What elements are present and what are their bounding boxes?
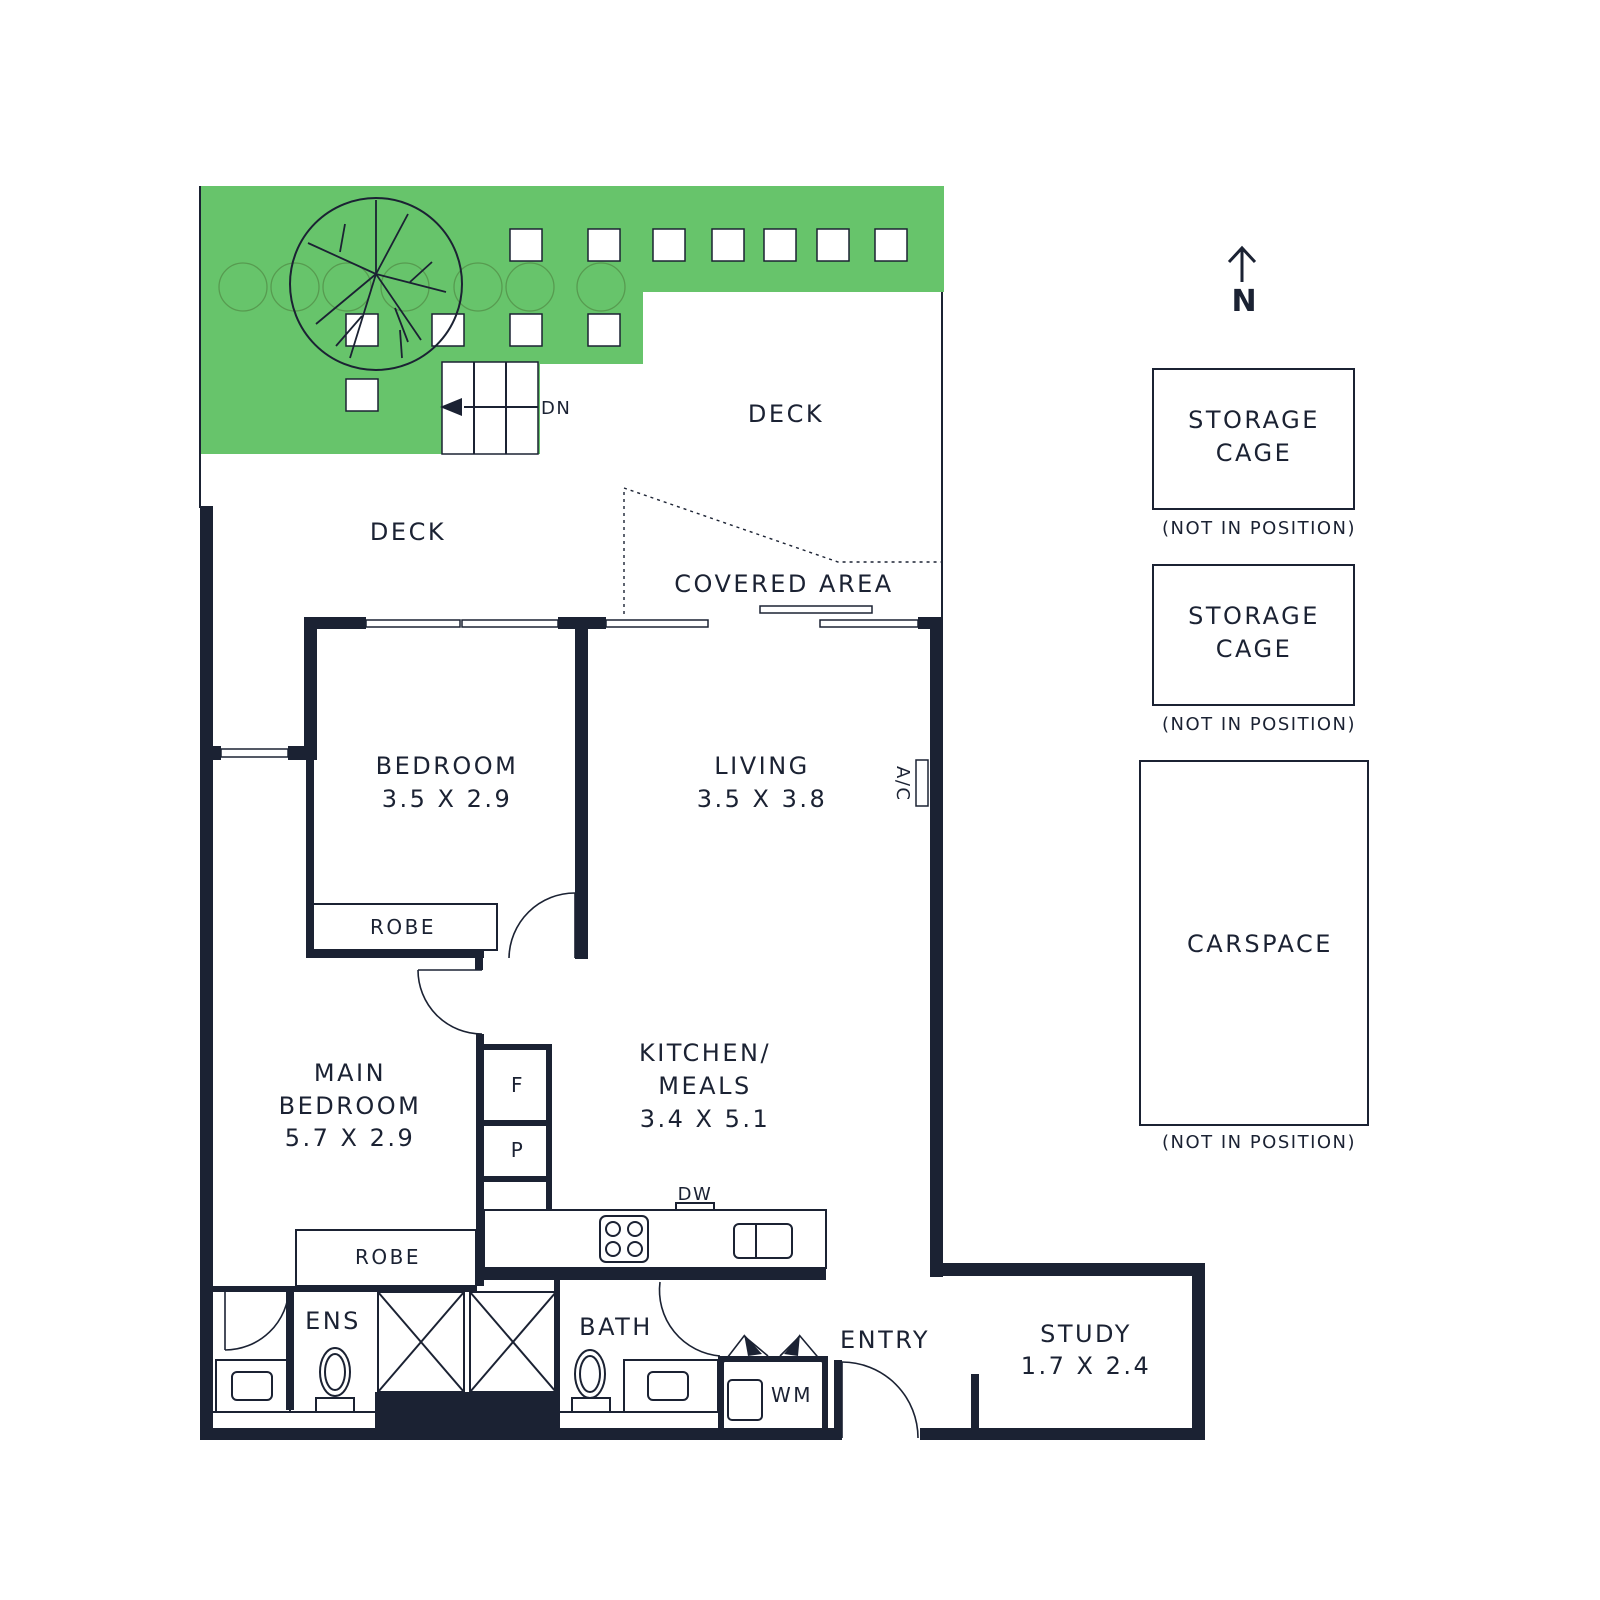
svg-text:CAGE: CAGE xyxy=(1216,635,1293,663)
cooktop-icon xyxy=(599,1215,649,1263)
svg-text:STORAGE: STORAGE xyxy=(1188,406,1320,434)
bedroom-size: 3.5 X 2.9 xyxy=(382,785,513,813)
ens-basin-icon xyxy=(231,1371,273,1401)
ac-label: A/C xyxy=(892,766,913,801)
svg-text:CARSPACE: CARSPACE xyxy=(1187,930,1333,958)
svg-text:STORAGE: STORAGE xyxy=(1188,602,1320,630)
carspace-note: (NOT IN POSITION) xyxy=(1162,1132,1356,1153)
storage-cage-2: STORAGE CAGE (NOT IN POSITION) xyxy=(1152,564,1356,735)
dn-label: DN xyxy=(541,398,571,419)
ens-shower-icon xyxy=(377,1291,465,1393)
robe-label-bedroom: ROBE xyxy=(370,915,436,939)
deck-outline xyxy=(199,186,943,618)
bath-label: BATH xyxy=(579,1313,653,1341)
living-size: 3.5 X 3.8 xyxy=(697,785,828,813)
kitchen-label-line2: MEALS xyxy=(658,1072,751,1100)
room-labels: DECK DN DECK COVERED AREA BEDROOM 3.5 X … xyxy=(279,398,1152,1407)
dw-label: DW xyxy=(678,1184,713,1205)
main-bedroom-label-line1: MAIN xyxy=(314,1059,386,1087)
covered-area-label: COVERED AREA xyxy=(674,570,893,598)
carspace: CARSPACE (NOT IN POSITION) xyxy=(1139,760,1369,1153)
storage-cage-1: STORAGE CAGE (NOT IN POSITION) xyxy=(1152,368,1356,539)
study-label: STUDY xyxy=(1040,1320,1132,1348)
north-label: N xyxy=(1231,284,1256,319)
down-arrow-icon xyxy=(440,398,462,416)
joinery xyxy=(213,903,827,1421)
laundry-tub-icon xyxy=(727,1379,763,1421)
bedroom-label: BEDROOM xyxy=(376,752,519,780)
doors xyxy=(224,892,919,1439)
main-bedroom-size: 5.7 X 2.9 xyxy=(285,1124,416,1152)
garden xyxy=(200,186,944,455)
storage-cage-1-note: (NOT IN POSITION) xyxy=(1162,518,1356,539)
north-arrow-icon: N xyxy=(1227,245,1257,319)
storage-cage-2-note: (NOT IN POSITION) xyxy=(1162,714,1356,735)
bath-shower-icon xyxy=(469,1291,557,1393)
walls xyxy=(200,506,1205,1440)
kitchen-size: 3.4 X 5.1 xyxy=(640,1105,771,1133)
main-bedroom-label-line2: BEDROOM xyxy=(279,1092,422,1120)
robe-label-main: ROBE xyxy=(355,1245,421,1269)
stairs xyxy=(440,361,539,455)
ens-toilet-icon xyxy=(319,1347,351,1397)
fridge-label: F xyxy=(511,1073,525,1097)
kitchen-sink-icon xyxy=(733,1223,793,1259)
windows xyxy=(220,605,929,807)
kitchen-label-line1: KITCHEN/ xyxy=(639,1039,771,1067)
entry-label: ENTRY xyxy=(840,1326,930,1354)
ens-label: ENS xyxy=(305,1307,361,1335)
deck-upper-label: DECK xyxy=(748,400,824,428)
wm-label: WM xyxy=(771,1383,813,1407)
study-size: 1.7 X 2.4 xyxy=(1021,1352,1152,1380)
pantry-label: P xyxy=(511,1138,526,1162)
deck-lower-label: DECK xyxy=(370,518,446,546)
bath-basin-icon xyxy=(647,1371,689,1401)
tree-icon xyxy=(289,197,463,371)
svg-text:CAGE: CAGE xyxy=(1216,439,1293,467)
living-label: LIVING xyxy=(714,752,810,780)
